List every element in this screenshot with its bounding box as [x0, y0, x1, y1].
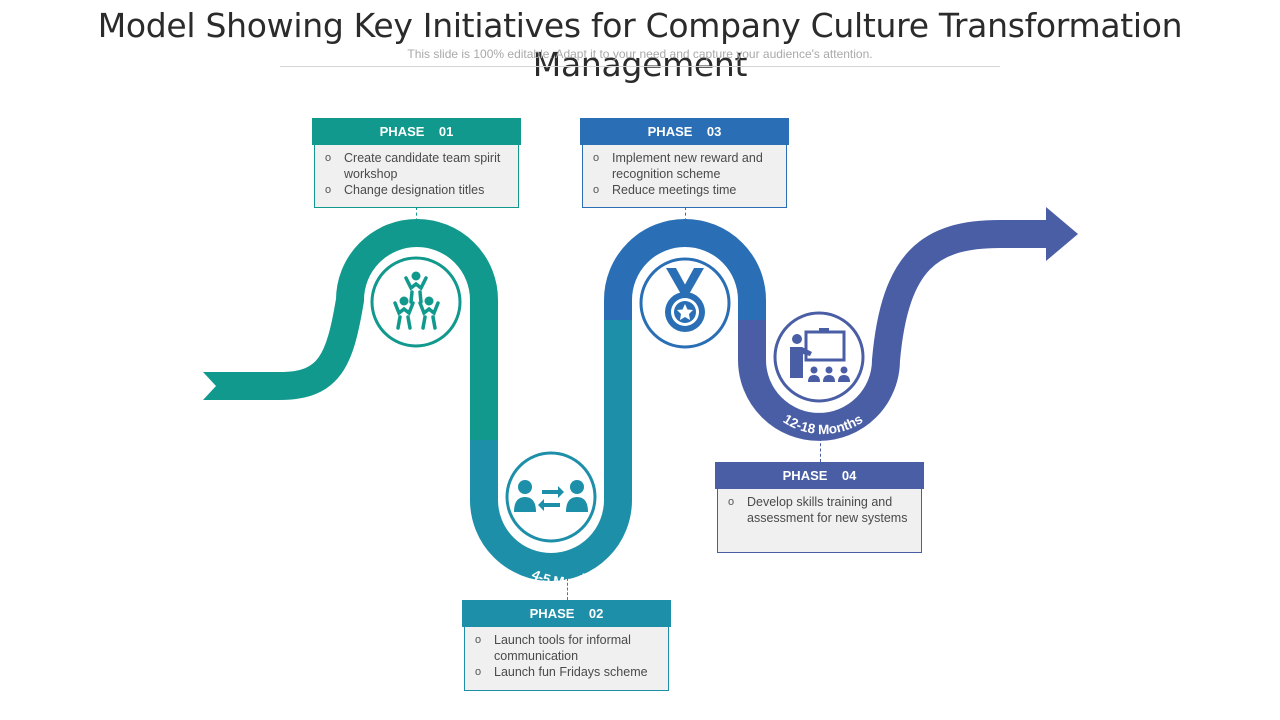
phase-3-card: PHASE 03 Implement new reward and recogn… — [580, 118, 789, 208]
phase-4-header: PHASE 04 — [715, 462, 924, 489]
phase-1-connector — [416, 207, 417, 227]
road-segment-phase-4 — [738, 220, 1050, 441]
phase-4-card: PHASE 04 Develop skills training and ass… — [715, 462, 924, 553]
medal-icon — [665, 268, 705, 332]
phase-4-body: Develop skills training and assessment f… — [717, 489, 922, 553]
duration-label-phase-2: 4-5 Months — [529, 567, 600, 590]
phase-2-card: PHASE 02 Launch tools for informal commu… — [462, 600, 671, 691]
list-item: Develop skills training and assessment f… — [728, 494, 913, 526]
list-item: Reduce meetings time — [593, 182, 778, 198]
phase-2-icon-circle — [503, 449, 599, 545]
list-item: Change designation titles — [325, 182, 510, 198]
title-divider — [280, 66, 1000, 67]
road-segment-phase-2 — [470, 320, 632, 581]
list-item: Launch tools for informal communication — [475, 632, 660, 664]
team-pyramid-icon — [393, 271, 440, 330]
presentation-training-icon — [790, 328, 850, 382]
exchange-people-icon — [514, 480, 588, 512]
road-tail — [203, 372, 236, 400]
phase-4-icon-circle — [771, 309, 867, 405]
phase-1-body: Create candidate team spirit workshop Ch… — [314, 145, 519, 208]
phase-1-card: PHASE 01 Create candidate team spirit wo… — [312, 118, 521, 208]
phase-1-icon-circle — [368, 254, 464, 350]
road-path — [222, 219, 1050, 581]
phase-4-connector — [820, 438, 821, 462]
phase-1-header: PHASE 01 — [312, 118, 521, 145]
phase-2-body: Launch tools for informal communication … — [464, 627, 669, 691]
road-segment-phase-3 — [604, 219, 766, 320]
list-item: Implement new reward and recognition sch… — [593, 150, 778, 182]
list-item: Launch fun Fridays scheme — [475, 664, 660, 680]
phase-3-body: Implement new reward and recognition sch… — [582, 145, 787, 208]
slide-subtitle: This slide is 100% editable. Adapt it to… — [407, 47, 873, 61]
road-arrowhead — [1046, 207, 1078, 261]
phase-2-connector — [567, 578, 568, 600]
road-segment-phase-1 — [222, 219, 498, 440]
phase-3-header: PHASE 03 — [580, 118, 789, 145]
slide-title: Model Showing Key Initiatives for Compan… — [97, 6, 1183, 84]
phase-3-connector — [685, 207, 686, 227]
phase-2-header: PHASE 02 — [462, 600, 671, 627]
list-item: Create candidate team spirit workshop — [325, 150, 510, 182]
